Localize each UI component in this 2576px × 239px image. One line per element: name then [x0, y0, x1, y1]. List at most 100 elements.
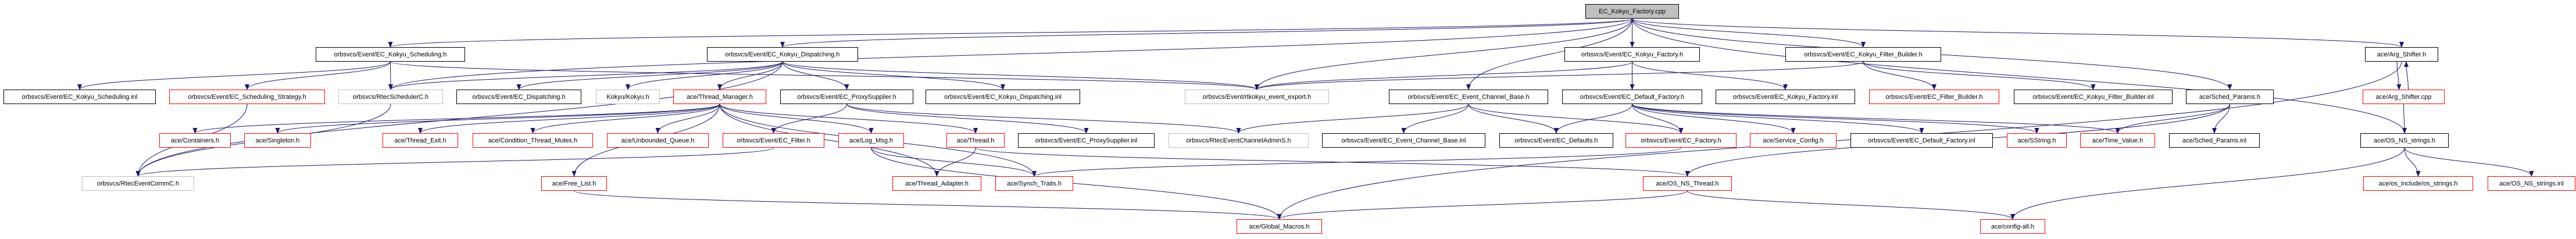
- node-ace-unbounded-queue-h[interactable]: ace/Unbounded_Queue.h: [607, 133, 709, 148]
- edge-kfilth-to-filtb: [1863, 61, 1937, 90]
- edge-thrmgr-to-singleton: [275, 104, 720, 134]
- edge-argcpp-to-osstrh: [2402, 104, 2407, 134]
- edge-kfacth-to-rtexport: [1255, 61, 1632, 90]
- edge-cpp-to-kschedh: [388, 18, 1632, 48]
- node-label: orbsvcs/Event/EC_Kokyu_Dispatching.inl: [944, 93, 1062, 101]
- node-ace-synch-traits-h[interactable]: ace/Synch_Traits.h: [995, 176, 1073, 191]
- node-label: orbsvcs/Event/EC_Kokyu_Scheduling.h: [334, 51, 447, 58]
- edge-kdisph-to-rtexport: [782, 61, 1259, 90]
- node-label: orbsvcs/RtecEventChannelAdminS.h: [1186, 137, 1291, 144]
- edge-defact-to-ecfactory: [1632, 104, 1684, 134]
- node-orbsvcs-event-ec-defaults-h[interactable]: orbsvcs/Event/EC_Defaults.h: [1499, 133, 1613, 148]
- node-ace-log-msg-h[interactable]: ace/Log_Msg.h: [838, 133, 904, 148]
- node-label: ace/Free_List.h: [552, 180, 596, 187]
- edge-argcpp-to-argh: [2404, 61, 2409, 90]
- node-label: ace/Global_Macros.h: [1249, 223, 1310, 230]
- edge-defact-to-svcconf: [1632, 104, 1796, 134]
- node-ace-thread-adapter-h[interactable]: ace/Thread_Adapter.h: [892, 176, 981, 191]
- edge-proxysup-to-ecfilter: [771, 104, 847, 134]
- node-label: orbsvcs/Event/EC_Kokyu_Factory.inl: [1732, 93, 1838, 101]
- edge-ecfactory-to-synch: [1032, 147, 1681, 177]
- node-orbsvcs-event-ec-kokyu-filter-builder-h[interactable]: orbsvcs/Event/EC_Kokyu_Filter_Builder.h: [1785, 47, 1941, 62]
- node-label: ace/Arg_Shifter.h: [2377, 51, 2427, 58]
- node-orbsvcs-event-ec-kokyu-scheduling-h[interactable]: orbsvcs/Event/EC_Kokyu_Scheduling.h: [316, 47, 465, 62]
- node-label: ace/config-all.h: [1991, 223, 2034, 230]
- node-label: orbsvcs/Event/EC_Scheduling_Strategy.h: [188, 93, 306, 101]
- node-ace-thread-manager-h[interactable]: ace/Thread_Manager.h: [673, 90, 766, 104]
- node-ace-sched-params-h[interactable]: ace/Sched_Params.h: [2186, 90, 2274, 104]
- node-label: ace/Singleton.h: [255, 137, 300, 144]
- node-ace-arg-shifter-cpp[interactable]: ace/Arg_Shifter.cpp: [2363, 90, 2445, 104]
- node-ace-global-macros-h[interactable]: ace/Global_Macros.h: [1237, 219, 1322, 234]
- edge-thrmgr-to-containers: [192, 104, 720, 134]
- node-orbsvcs-event-ec-filter-builder-h[interactable]: orbsvcs/Event/EC_Filter_Builder.h: [1869, 90, 1999, 104]
- node-orbsvcs-rteceventcommc-h[interactable]: orbsvcs/RtecEventCommC.h: [82, 176, 194, 191]
- node-label: orbsvcs/Event/EC_Kokyu_Scheduling.inl: [22, 93, 138, 101]
- node-label: ace/Arg_Shifter.cpp: [2375, 93, 2432, 101]
- edge-cpp-to-argh: [1632, 18, 2404, 48]
- node-label: ace/Thread_Exit.h: [394, 137, 446, 144]
- edge-freelist-to-globmac: [574, 190, 1282, 220]
- node-ace-condition-thread-mutex-h[interactable]: ace/Condition_Thread_Mutex.h: [473, 133, 593, 148]
- node-orbsvcs-event-ec-kokyu-factory-h[interactable]: orbsvcs/Event/EC_Kokyu_Factory.h: [1564, 47, 1700, 62]
- node-ace-free-list-h[interactable]: ace/Free_List.h: [541, 176, 607, 191]
- node-ace-service-config-h[interactable]: ace/Service_Config.h: [1750, 133, 1837, 148]
- node-ace-config-all-h[interactable]: ace/config-all.h: [1980, 219, 2045, 234]
- node-label: ace/Condition_Thread_Mutex.h: [488, 137, 578, 144]
- node-label: ace/Thread_Adapter.h: [905, 180, 969, 187]
- node-ace-time-value-h[interactable]: ace/Time_Value.h: [2080, 133, 2155, 148]
- node-orbsvcs-event-ec-default-factory-h[interactable]: orbsvcs/Event/EC_Default_Factory.h: [1562, 90, 1702, 104]
- node-orbsvcs-event-ec-kokyu-scheduling-inl[interactable]: orbsvcs/Event/EC_Kokyu_Scheduling.inl: [3, 90, 156, 104]
- node-orbsvcs-event-ec-kokyu-filter-builder-inl[interactable]: orbsvcs/Event/EC_Kokyu_Filter_Builder.in…: [2014, 90, 2173, 104]
- node-ace-sstring-h[interactable]: ace/SString.h: [2007, 133, 2067, 148]
- node-label: orbsvcs/Event/EC_Filter_Builder.h: [1885, 93, 1983, 101]
- node-orbsvcs-event-ec-kokyu-dispatching-h[interactable]: orbsvcs/Event/EC_Kokyu_Dispatching.h: [707, 47, 858, 62]
- node-orbsvcs-event-ec-event-channel-base-inl[interactable]: orbsvcs/Event/EC_Event_Channel_Base.inl: [1322, 133, 1485, 148]
- node-label: ace/OS_NS_strings.inl: [2499, 180, 2564, 187]
- node-label: ace/Thread.h: [956, 137, 995, 144]
- edge-cpp-to-ecbase: [1466, 18, 1632, 90]
- node-ace-os-ns-strings-inl[interactable]: ace/OS_NS_strings.inl: [2488, 176, 2575, 191]
- node-ace-os-ns-thread-h[interactable]: ace/OS_NS_Thread.h: [1643, 176, 1732, 191]
- node-orbsvcs-event-ec-dispatching-h[interactable]: orbsvcs/Event/EC_Dispatching.h: [456, 90, 581, 104]
- node-orbsvcs-event-ec-proxysupplier-h[interactable]: orbsvcs/Event/EC_ProxySupplier.h: [780, 90, 913, 104]
- node-label: ace/Sched_Params.h: [2199, 93, 2261, 101]
- node-ace-thread-h[interactable]: ace/Thread.h: [946, 133, 1005, 148]
- edge-thrmgr-to-logmsg: [719, 104, 874, 134]
- node-ace-arg-shifter-h[interactable]: ace/Arg_Shifter.h: [2365, 47, 2438, 62]
- node-label: orbsvcs/RtecEventCommC.h: [97, 180, 180, 187]
- node-orbsvcs-rtecschedulerc-h[interactable]: orbsvcs/RtecSchedulerC.h: [338, 90, 443, 104]
- edge-logmsg-to-globmac: [871, 147, 1282, 220]
- node-ace-containers-h[interactable]: ace/Containers.h: [159, 133, 231, 148]
- node-orbsvcs-event-ec-scheduling-strategy-h[interactable]: orbsvcs/Event/EC_Scheduling_Strategy.h: [169, 90, 325, 104]
- node-orbsvcs-event-rtkokyu-event-export-h[interactable]: orbsvcs/Event/rtkokyu_event_export.h: [1185, 90, 1329, 104]
- edge-kdisph-to-proxysup: [782, 61, 849, 90]
- node-ec-kokyu-factory-cpp[interactable]: EC_Kokyu_Factory.cpp: [1585, 4, 1679, 19]
- node-ace-sched-params-inl[interactable]: ace/Sched_Params.inl: [2169, 133, 2260, 148]
- node-label: orbsvcs/Event/EC_Factory.h: [1641, 137, 1721, 144]
- node-label: orbsvcs/Event/EC_Default_Factory.inl: [1868, 137, 1975, 144]
- edge-osthread-to-globmac: [1277, 190, 1688, 220]
- node-orbsvcs-event-ec-kokyu-dispatching-inl[interactable]: orbsvcs/Event/EC_Kokyu_Dispatching.inl: [926, 90, 1080, 104]
- node-label: ace/Unbounded_Queue.h: [621, 137, 695, 144]
- node-orbsvcs-event-ec-filter-h[interactable]: orbsvcs/Event/EC_Filter.h: [723, 133, 824, 148]
- node-orbsvcs-rteceventchanneladmins-h[interactable]: orbsvcs/RtecEventChannelAdminS.h: [1169, 133, 1309, 148]
- edge-proxysup-to-rtadmin: [846, 104, 1241, 134]
- node-ace-thread-exit-h[interactable]: ace/Thread_Exit.h: [383, 133, 458, 148]
- node-kokyu-kokyu-h[interactable]: Kokyu/Kokyu.h: [596, 90, 660, 104]
- edge-proxysup-to-proxyinl: [846, 104, 1089, 134]
- node-orbsvcs-event-ec-event-channel-base-h[interactable]: orbsvcs/Event/EC_Event_Channel_Base.h: [1389, 90, 1548, 104]
- edge-kfacth-to-kfactinl: [1632, 61, 1788, 90]
- node-ace-os-ns-strings-h[interactable]: ace/OS_NS_strings.h: [2360, 133, 2449, 148]
- node-label: ace/Thread_Manager.h: [687, 93, 753, 101]
- node-orbsvcs-event-ec-kokyu-factory-inl[interactable]: orbsvcs/Event/EC_Kokyu_Factory.inl: [1716, 90, 1855, 104]
- node-orbsvcs-event-ec-factory-h[interactable]: orbsvcs/Event/EC_Factory.h: [1625, 133, 1737, 148]
- node-ace-singleton-h[interactable]: ace/Singleton.h: [244, 133, 311, 148]
- node-ace-os-include-os-strings-h[interactable]: ace/os_include/os_strings.h: [2363, 176, 2473, 191]
- edge-ecfilter-to-rtcomm: [135, 147, 774, 177]
- edge-kdisph-to-ecdisp: [516, 61, 783, 90]
- node-orbsvcs-event-ec-default-factory-inl[interactable]: orbsvcs/Event/EC_Default_Factory.inl: [1850, 133, 1993, 148]
- node-orbsvcs-event-ec-proxysupplier-inl[interactable]: orbsvcs/Event/EC_ProxySupplier.inl: [1018, 133, 1155, 148]
- edge-logmsg-to-synch: [871, 147, 1037, 177]
- node-label: orbsvcs/Event/EC_Default_Factory.h: [1580, 93, 1685, 101]
